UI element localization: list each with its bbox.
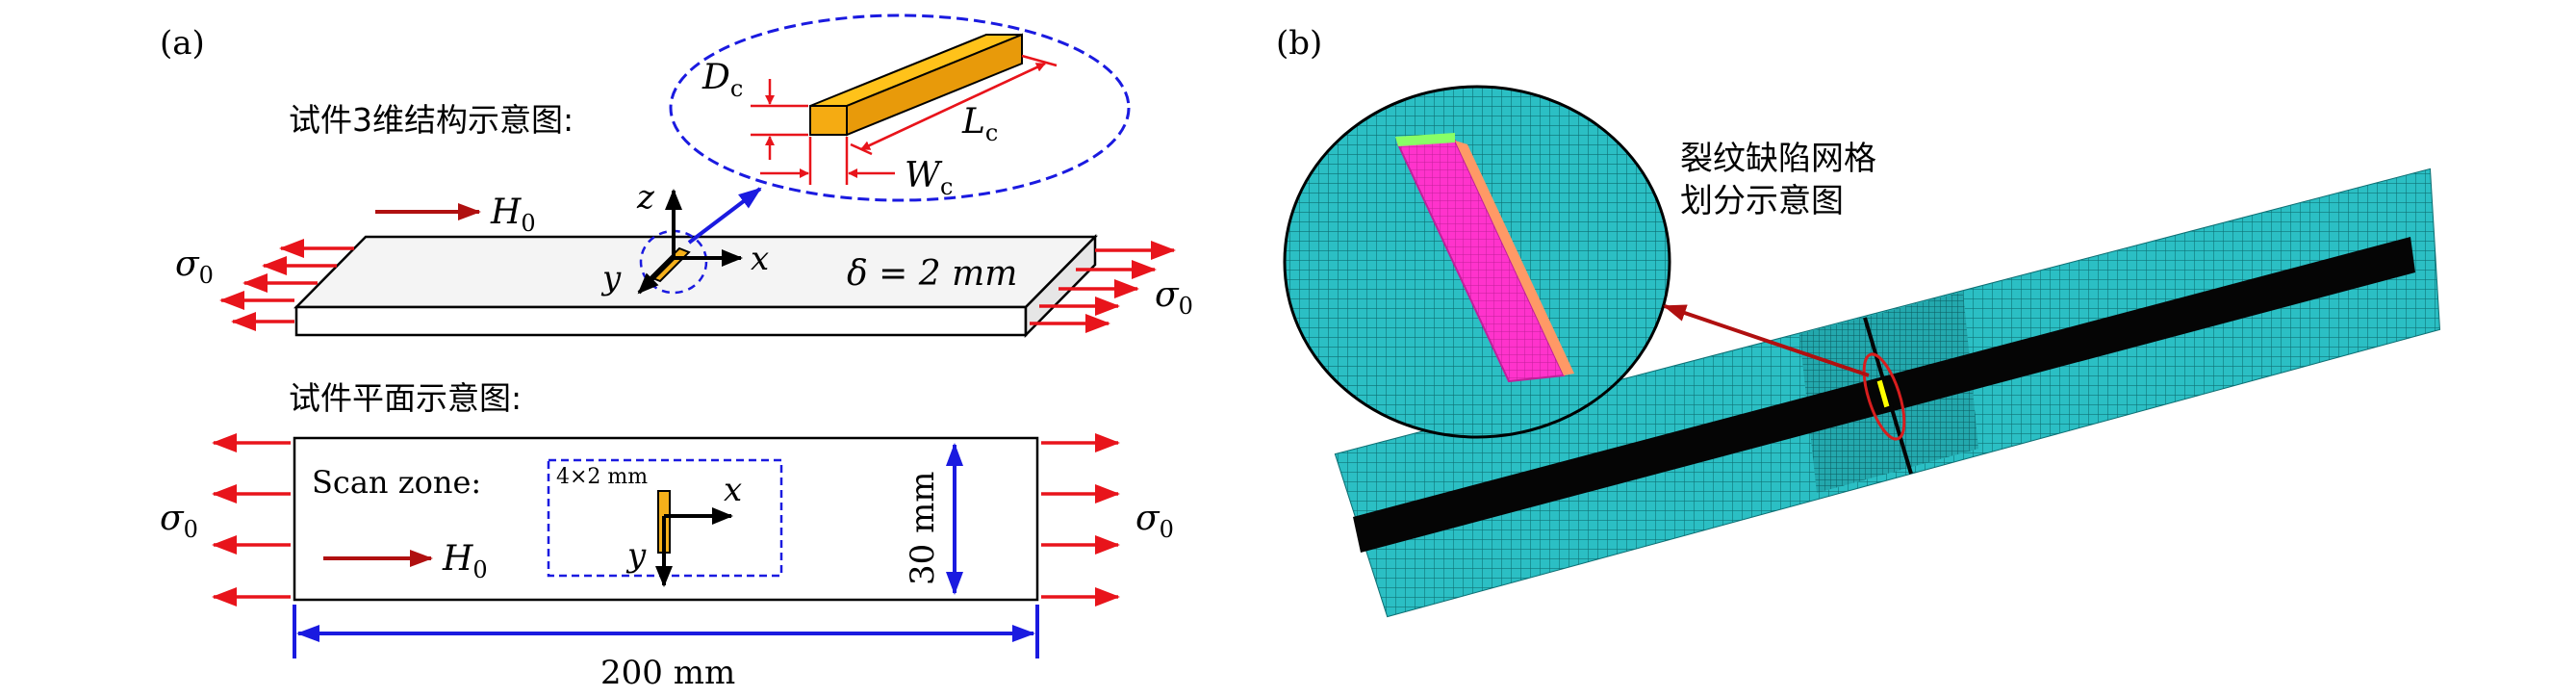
lc-dimension [850,54,1058,156]
axis-z-label: z [636,178,655,217]
plate-3d [293,233,1098,339]
sigma-label-3d-right: σ0 [1155,275,1193,320]
axes-3d [637,189,743,295]
mesh-plate [1334,168,2441,618]
mesh-caption-line2: 划分示意图 [1680,182,1844,220]
axis-x-label-plan: x [724,471,742,509]
panel-a-label: (a) [160,24,205,63]
scan-zone-label: Scan zone: [312,464,481,501]
axis-y-label-plan: y [625,536,647,575]
stress-arrows-3d-left [219,239,354,331]
axis-y-label-3d: y [600,259,622,297]
lc-label: Lc [961,102,998,146]
thickness-label: δ = 2 mm [847,254,1017,294]
dc-label: Dc [701,58,743,102]
h0-label-3d: H0 [490,193,536,237]
length-label: 200 mm [600,654,735,692]
zoom-pointer-arrow [687,187,762,245]
wc-label: Wc [905,156,953,200]
sigma-label-plan-left: σ0 [160,499,198,543]
dc-dimension [751,79,808,160]
axes-plan [655,507,733,587]
zoom-link-arrow [1663,304,1870,377]
stress-arrows-plan-left [212,433,291,607]
mesh-zoom-circle [1283,85,1671,439]
h0-label-plan: H0 [442,539,488,583]
mesh-caption-line1: 裂纹缺陷网格 [1680,140,1876,178]
length-dimension [293,605,1039,658]
stress-arrows-3d-right [1030,241,1176,333]
width-label: 30 mm [904,471,942,585]
panel-b-label: (b) [1276,24,1322,63]
title-plan-view: 试件平面示意图: [289,379,522,417]
wc-dimension [760,137,895,185]
title-3d-structure: 试件3维结构示意图: [289,101,574,139]
sigma-label-plan-right: σ0 [1135,499,1174,543]
stress-arrows-plan-right [1041,433,1120,607]
crack-3d-zoom [809,33,1023,137]
axis-x-label-3d: x [751,240,769,278]
scan-zone-size: 4×2 mm [556,465,648,489]
sigma-label-3d-left: σ0 [175,245,214,289]
crack-zoom-ellipse [669,13,1131,202]
